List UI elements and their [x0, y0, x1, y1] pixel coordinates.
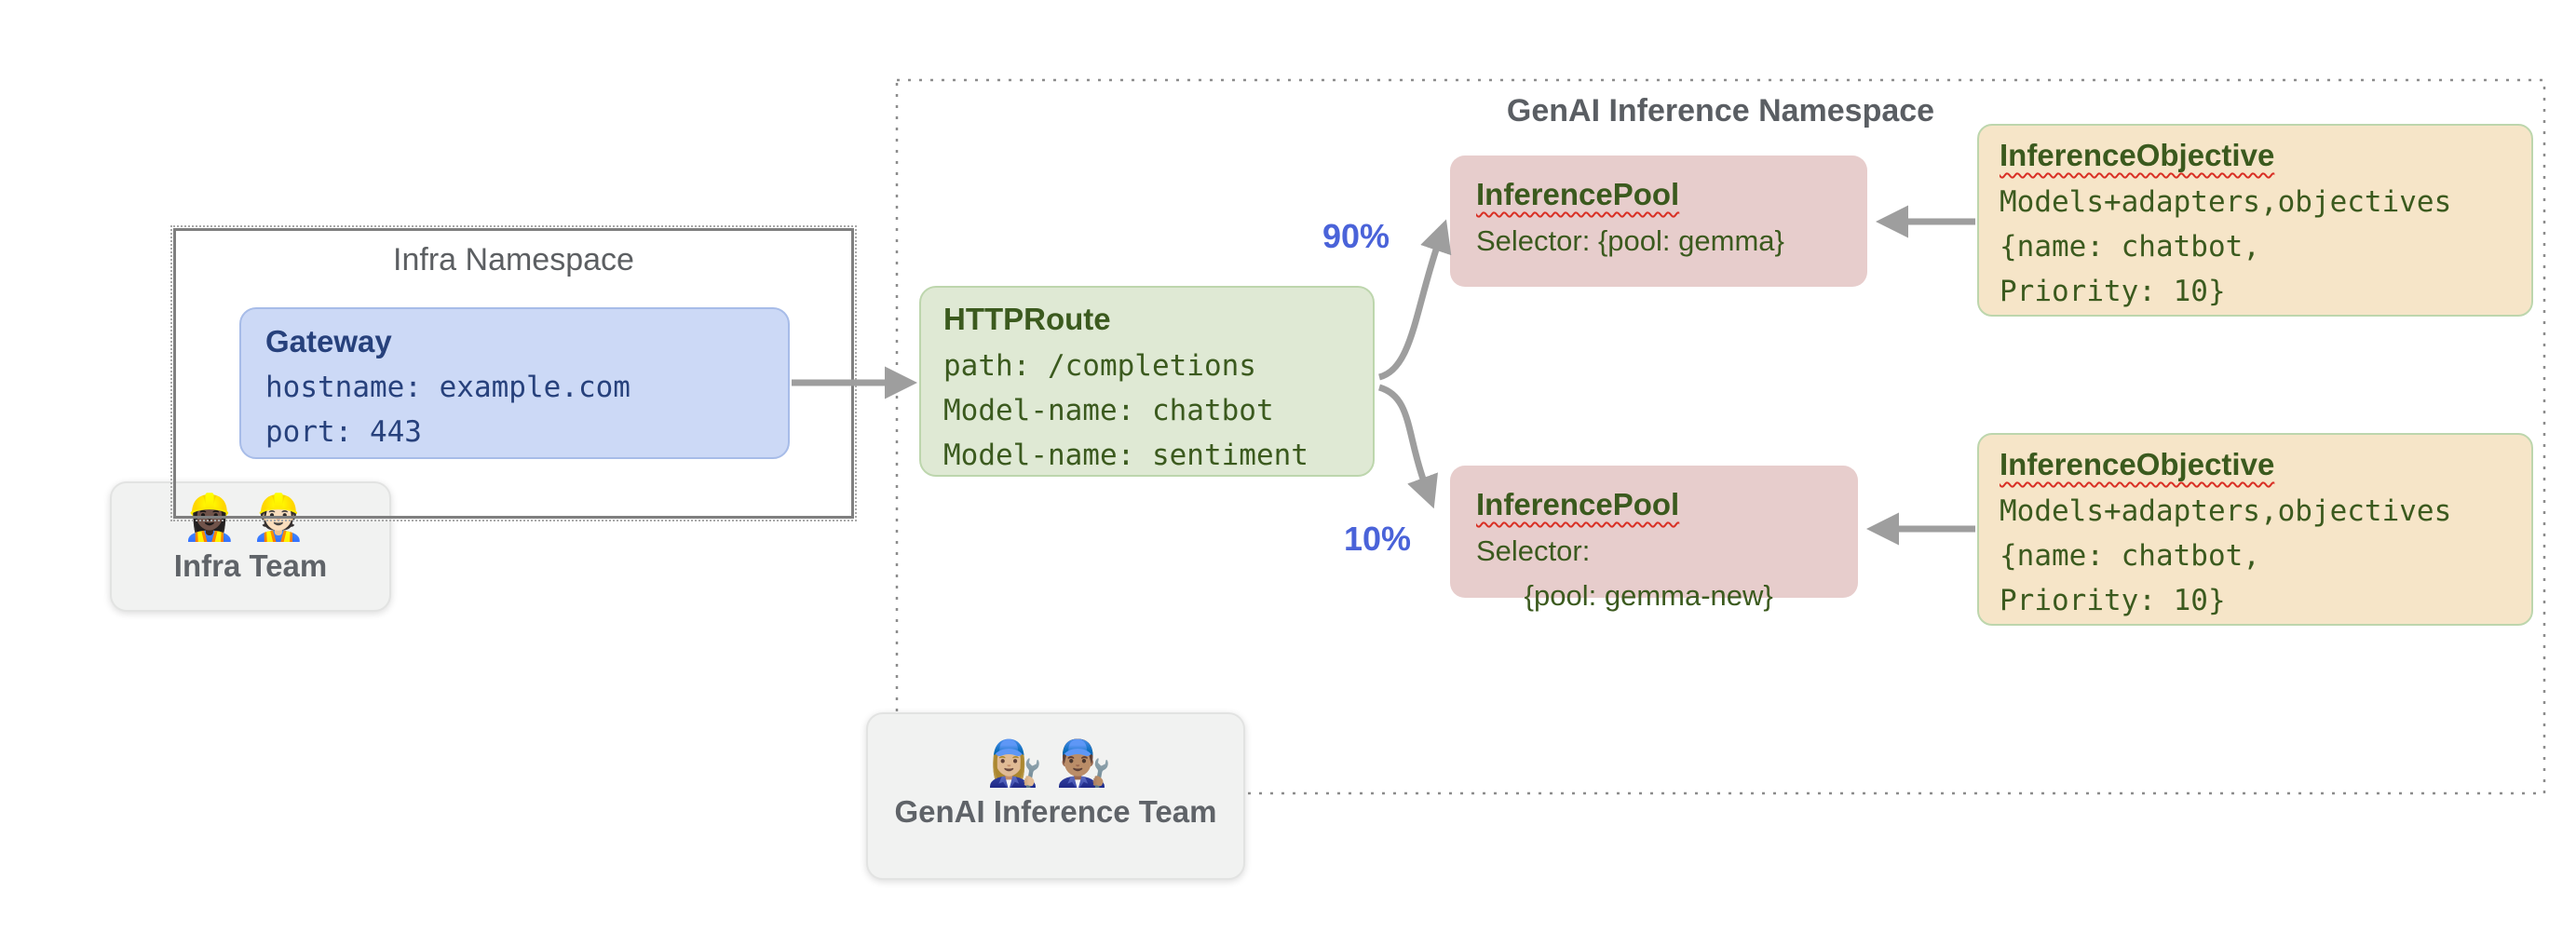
- mechanic-woman-icon: 👩🏼‍🔧: [986, 739, 1056, 789]
- gateway-port: port: 443: [265, 415, 422, 449]
- objective-top-models: Models+adapters,objectives: [2000, 185, 2452, 219]
- objective-bottom-models: Models+adapters,objectives: [2000, 494, 2452, 528]
- gateway-hostname: hostname: example.com: [265, 371, 630, 404]
- objective-top-name: {name: chatbot,: [2000, 230, 2260, 264]
- httproute-box: HTTPRoute path: /completions Model-name:…: [919, 286, 1375, 477]
- inference-objective-bottom-box: InferenceObjective Models+adapters,objec…: [1977, 433, 2533, 626]
- traffic-weight-10: 10%: [1344, 520, 1412, 558]
- infra-team-card: 👷🏿‍♀️👷🏻 Infra Team: [110, 481, 391, 612]
- infra-namespace-title: Infra Namespace: [393, 242, 634, 277]
- inference-objective-bottom-title: InferenceObjective: [2000, 447, 2275, 481]
- inference-pool-bottom-selector-value: {pool: gemma-new}: [1476, 579, 1773, 612]
- gateway-box: Gateway hostname: example.com port: 443: [239, 307, 790, 459]
- inference-pool-bottom-title: InferencePool: [1476, 487, 1680, 521]
- genai-team-label: GenAI Inference Team: [894, 794, 1217, 829]
- infra-team-label: Infra Team: [173, 548, 328, 583]
- httproute-title: HTTPRoute: [943, 302, 1111, 336]
- objective-top-priority: Priority: 10}: [2000, 275, 2226, 308]
- infra-namespace-frame: Infra Namespace: [170, 225, 857, 521]
- objective-bottom-priority: Priority: 10}: [2000, 584, 2226, 617]
- inference-pool-top-box: InferencePool Selector: {pool: gemma}: [1450, 156, 1867, 287]
- objective-bottom-name: {name: chatbot,: [2000, 539, 2260, 573]
- inference-pool-top-title: InferencePool: [1476, 177, 1680, 211]
- inference-objective-top-box: InferenceObjective Models+adapters,objec…: [1977, 124, 2533, 317]
- httproute-model-chatbot: Model-name: chatbot: [943, 394, 1274, 427]
- inference-pool-bottom-box: InferencePool Selector: {pool: gemma-new…: [1450, 466, 1858, 612]
- mechanic-icons: 👩🏼‍🔧👨🏽‍🔧: [868, 738, 1243, 791]
- mechanic-man-icon: 👨🏽‍🔧: [1055, 739, 1125, 789]
- genai-inference-team-card: 👩🏼‍🔧👨🏽‍🔧 GenAI Inference Team: [866, 712, 1245, 880]
- inference-objective-top-title: InferenceObjective: [2000, 138, 2275, 172]
- httproute-to-pool-bottom-arrow: [1377, 384, 1438, 509]
- httproute-path: path: /completions: [943, 349, 1256, 383]
- traffic-weight-90: 90%: [1322, 217, 1390, 255]
- httproute-model-sentiment: Model-name: sentiment: [943, 439, 1308, 472]
- httproute-to-pool-top-arrow: [1377, 219, 1452, 381]
- inference-pool-bottom-selector: Selector:: [1476, 534, 1591, 567]
- gateway-title: Gateway: [265, 324, 392, 358]
- inference-pool-top-selector: Selector: {pool: gemma}: [1476, 224, 1784, 257]
